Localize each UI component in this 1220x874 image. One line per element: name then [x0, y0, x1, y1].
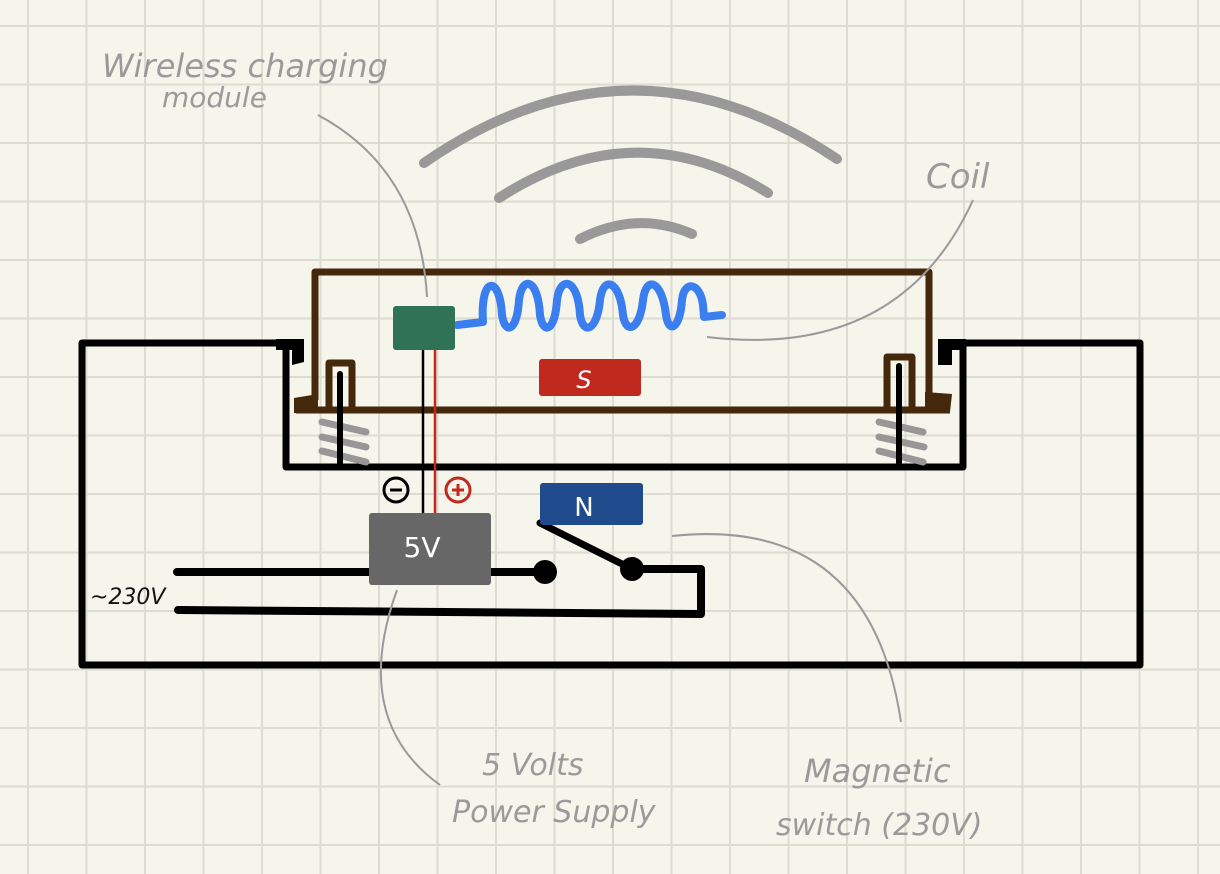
signal-arc-inner — [575, 218, 697, 244]
leader-magnetic-switch — [671, 533, 902, 723]
label-coil: Coil — [926, 157, 990, 197]
label-power-supply: Power Supply — [452, 795, 657, 830]
switch-lever — [536, 519, 636, 573]
leader-wireless-module — [317, 114, 428, 298]
signal-arc-middle — [494, 147, 773, 203]
magnet-south — [539, 359, 641, 396]
pad-foot-right — [925, 392, 952, 412]
base-outline — [78, 339, 1144, 669]
coil-icon — [453, 279, 726, 332]
charging-pad-housing — [296, 268, 950, 414]
leader-coil — [706, 199, 974, 341]
base-enclosure — [78, 339, 1144, 669]
label-wireless-charging: Wireless charging — [102, 47, 388, 85]
wireless-charging-module — [393, 306, 455, 350]
base-lip-left — [276, 339, 304, 365]
mains-voltage-label: ~230V — [90, 585, 167, 610]
label-5-volts: 5 Volts — [482, 748, 583, 783]
spring-left-icon — [318, 418, 370, 466]
pad-outline — [311, 268, 933, 400]
positive-terminal-icon — [444, 476, 472, 504]
switch-contact-pivot — [620, 557, 644, 581]
pad-guide-right — [883, 353, 916, 410]
power-supply-label: 5V — [404, 531, 441, 564]
label-switch-230v: switch (230V) — [776, 808, 983, 843]
magnet-north — [540, 483, 643, 525]
label-module: module — [162, 81, 267, 114]
leader-power-supply — [380, 589, 441, 786]
wireless-signal-icon — [419, 85, 842, 244]
switch-contact-fixed — [533, 560, 557, 584]
pad-guide-left — [325, 359, 356, 410]
annotation-leaders — [317, 114, 974, 786]
label-magnetic: Magnetic — [804, 752, 951, 790]
negative-terminal-icon — [382, 476, 410, 504]
signal-arc-outer — [419, 85, 842, 168]
power-supply-5v — [369, 513, 491, 585]
mains-wire-bottom — [174, 565, 705, 618]
magnet-north-label: N — [574, 493, 593, 523]
base-lip-right — [938, 339, 966, 365]
pad-foot-left — [294, 394, 318, 413]
magnet-south-label: S — [576, 366, 591, 394]
